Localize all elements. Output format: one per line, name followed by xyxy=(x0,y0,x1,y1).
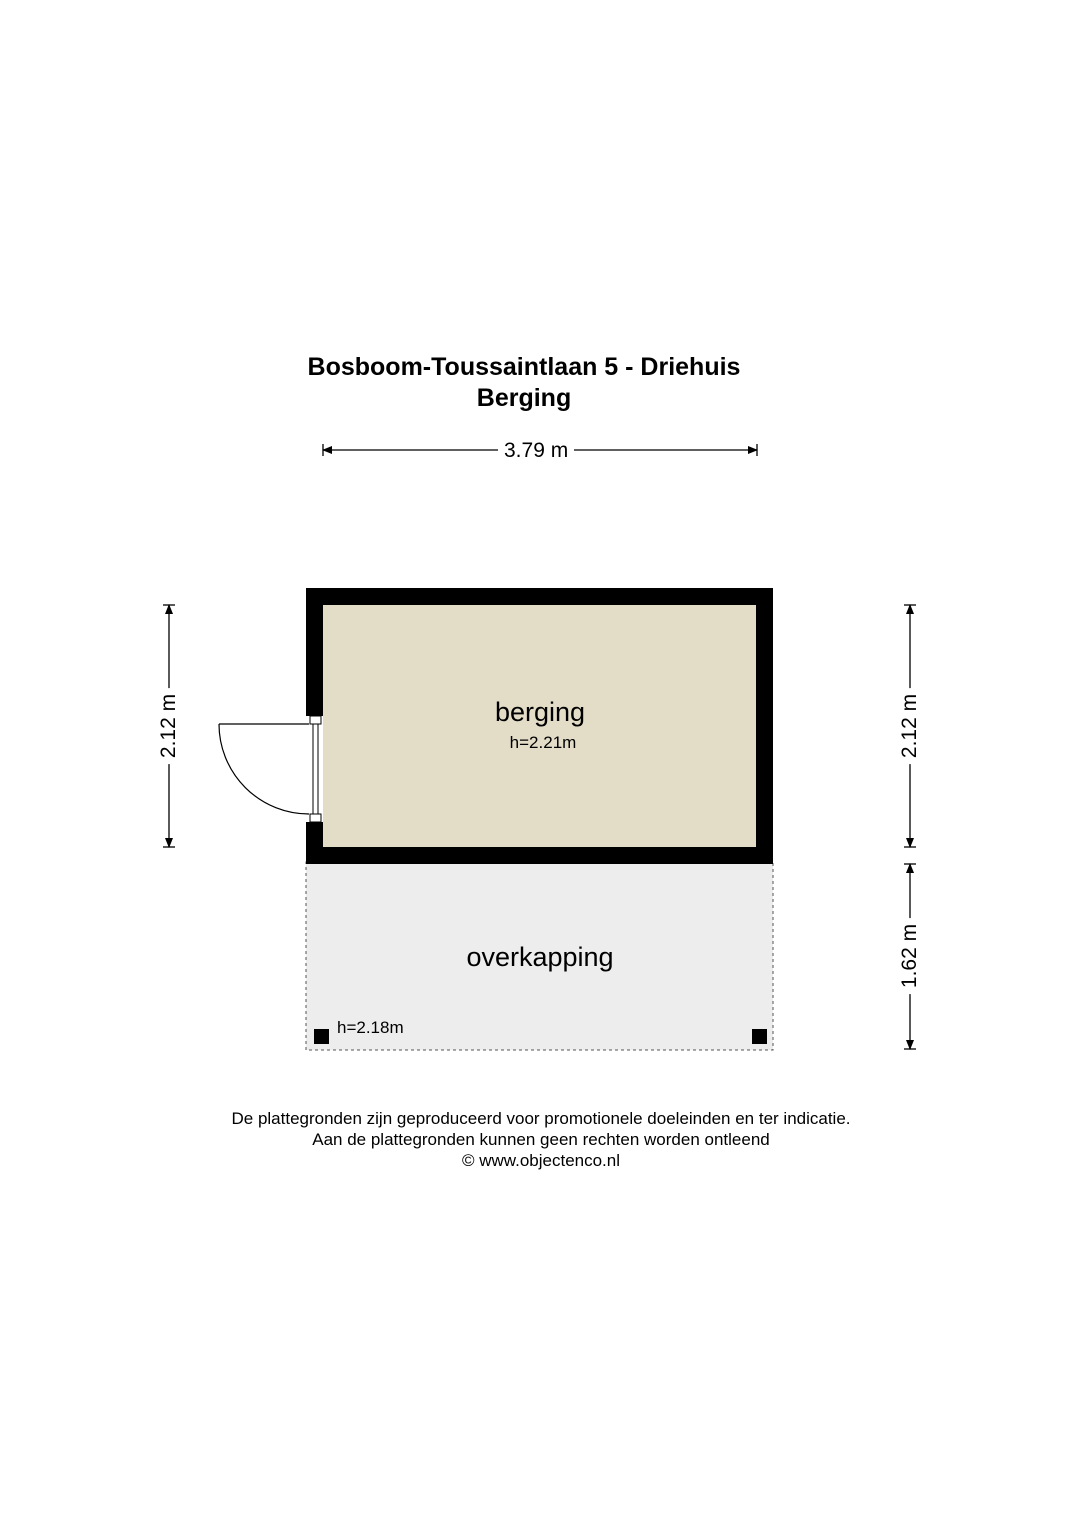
disclaimer-line-2: Aan de plattegronden kunnen geen rechten… xyxy=(312,1130,770,1149)
dimension-label-right-lower: 1.62 m xyxy=(898,917,922,995)
room-name-overkapping: overkapping xyxy=(466,942,614,972)
room-height-berging: h=2.21m xyxy=(509,733,577,752)
dimension-label-width: 3.79 m xyxy=(498,439,575,463)
room-height-overkapping: h=2.18m xyxy=(337,1018,404,1037)
berging-floor xyxy=(323,605,756,847)
door-jamb-top xyxy=(309,715,322,725)
plan-title-address: Bosboom-Toussaintlaan 5 - Driehuis xyxy=(307,353,741,381)
door-opening xyxy=(306,716,323,822)
door-swing-arc xyxy=(218,723,310,815)
overkapping-area xyxy=(305,861,774,1051)
plan-title-floor: Berging xyxy=(476,384,572,412)
disclaimer-line-1: De plattegronden zijn geproduceerd voor … xyxy=(231,1109,851,1128)
door-jamb-bottom xyxy=(309,813,322,823)
dimension-label-left: 2.12 m xyxy=(157,687,181,765)
support-post xyxy=(314,1029,329,1044)
support-post xyxy=(752,1029,767,1044)
copyright-line: © www.objectenco.nl xyxy=(461,1151,621,1170)
dimension-label-right-upper: 2.12 m xyxy=(898,687,922,765)
room-name-berging: berging xyxy=(494,697,586,727)
